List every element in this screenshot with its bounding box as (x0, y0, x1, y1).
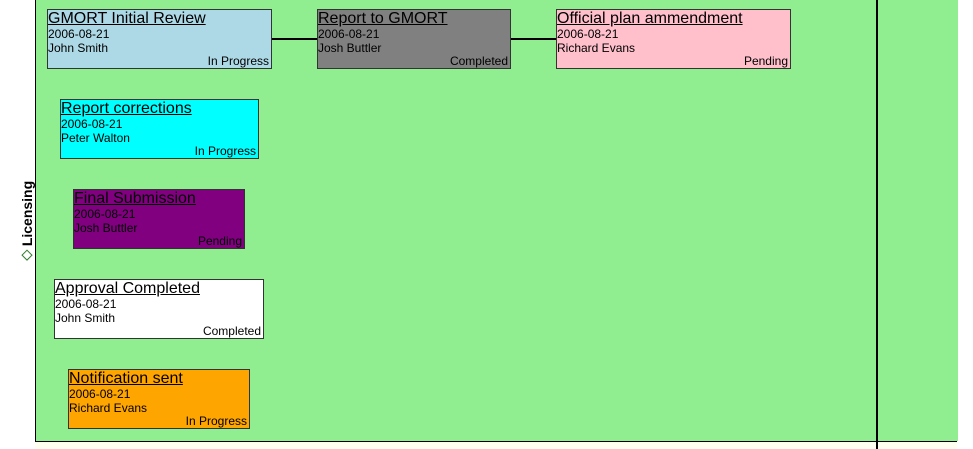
expand-diamond-icon[interactable] (21, 249, 33, 261)
lane-title[interactable]: Licensing (19, 180, 35, 261)
task-date: 2006-08-21 (318, 27, 380, 41)
lane-divider (876, 0, 878, 449)
task-title-link[interactable]: Report to GMORT (318, 10, 448, 27)
connector-line (510, 38, 557, 40)
lane-bottom-border (35, 441, 957, 442)
task-date: 2006-08-21 (74, 207, 136, 221)
task-owner: John Smith (55, 311, 116, 325)
task-title-link[interactable]: Notification sent (69, 370, 183, 387)
task-date: 2006-08-21 (557, 27, 619, 41)
task-title-link[interactable]: Report corrections (61, 100, 192, 117)
task-title-link[interactable]: GMORT Initial Review (48, 10, 206, 27)
task-box[interactable]: Approval Completed 2006-08-21 John Smith… (54, 279, 264, 339)
task-owner: Josh Buttler (318, 41, 382, 55)
task-status: In Progress (185, 414, 247, 428)
task-box[interactable]: GMORT Initial Review 2006-08-21 John Smi… (47, 9, 272, 69)
task-box[interactable]: Report to GMORT 2006-08-21 Josh Buttler … (317, 9, 511, 69)
task-date: 2006-08-21 (61, 117, 123, 131)
task-date: 2006-08-21 (69, 387, 131, 401)
task-owner: Richard Evans (69, 401, 148, 415)
connector-line (271, 38, 318, 40)
task-box[interactable]: Official plan ammendment 2006-08-21 Rich… (556, 9, 791, 69)
task-title-link[interactable]: Final Submission (74, 190, 196, 207)
task-box[interactable]: Notification sent 2006-08-21 Richard Eva… (68, 369, 250, 429)
lane-header: Licensing (0, 0, 35, 449)
next-lane-strip (35, 442, 957, 449)
task-title-link[interactable]: Official plan ammendment (557, 10, 743, 27)
task-box[interactable]: Report corrections 2006-08-21 Peter Walt… (60, 99, 259, 159)
task-owner: John Smith (48, 41, 109, 55)
task-box[interactable]: Final Submission 2006-08-21 Josh Buttler… (73, 189, 245, 249)
task-status: Pending (743, 54, 788, 68)
task-status: In Progress (207, 54, 269, 68)
task-owner: Richard Evans (557, 41, 636, 55)
task-status: Pending (197, 234, 242, 248)
task-status: Completed (449, 54, 508, 68)
task-date: 2006-08-21 (55, 297, 117, 311)
task-owner: Peter Walton (61, 131, 130, 145)
task-date: 2006-08-21 (48, 27, 110, 41)
task-status: Completed (202, 324, 261, 338)
task-title-link[interactable]: Approval Completed (55, 280, 200, 297)
task-status: In Progress (194, 144, 256, 158)
task-owner: Josh Buttler (74, 221, 138, 235)
lane-name: Licensing (19, 180, 35, 247)
